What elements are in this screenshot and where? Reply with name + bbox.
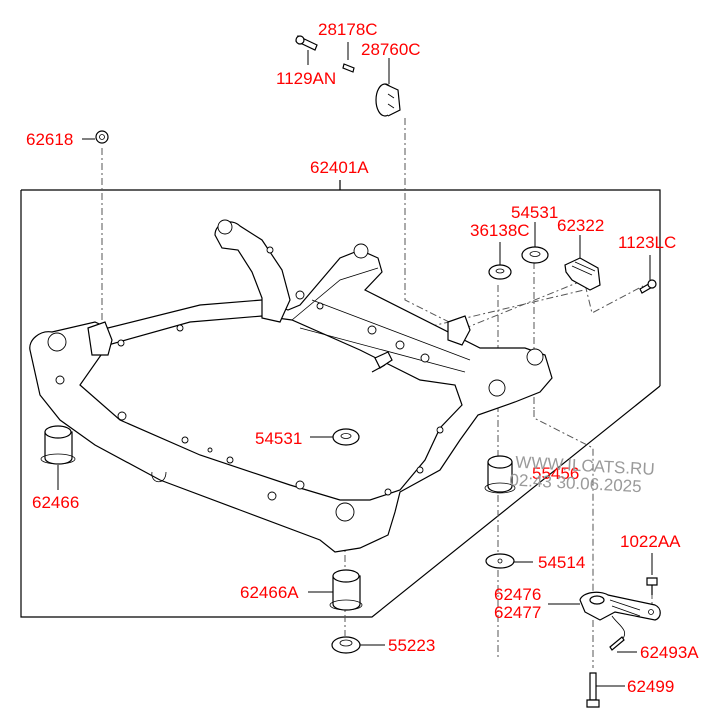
watermark: WWW.ILCATS.RU 02:43 30.06.2025 bbox=[509, 453, 655, 497]
part-36138C-washer bbox=[488, 242, 512, 280]
part-62466A-bushing bbox=[308, 569, 363, 611]
label-62466[interactable]: 62466 bbox=[32, 493, 79, 512]
part-62499-bolt bbox=[586, 672, 625, 708]
label-62499[interactable]: 62499 bbox=[627, 677, 674, 696]
label-62477[interactable]: 62477 bbox=[494, 603, 541, 622]
subframe-holes bbox=[47, 219, 544, 522]
part-1123LC-bolt bbox=[639, 255, 657, 294]
label-1123LC[interactable]: 1123LC bbox=[618, 233, 676, 252]
part-1022AA-bolt bbox=[646, 553, 658, 595]
part-62618-nut bbox=[82, 130, 109, 144]
label-62493A[interactable]: 62493A bbox=[640, 643, 699, 662]
label-54531-mid[interactable]: 54531 bbox=[255, 429, 302, 448]
part-28760C-hanger bbox=[375, 58, 401, 117]
part-54531-washer-mid bbox=[310, 428, 360, 446]
label-54514[interactable]: 54514 bbox=[538, 553, 585, 572]
part-62476-bracket bbox=[548, 591, 661, 621]
assembly-frame bbox=[20, 180, 661, 618]
part-54531-washer-top bbox=[521, 222, 549, 264]
label-1129AN[interactable]: 1129AN bbox=[276, 69, 336, 88]
label-62466A[interactable]: 62466A bbox=[240, 583, 299, 602]
part-28178C-pin bbox=[342, 42, 355, 73]
part-54514-washer bbox=[485, 553, 533, 569]
label-62322[interactable]: 62322 bbox=[557, 216, 604, 235]
label-62476[interactable]: 62476 bbox=[494, 585, 541, 604]
label-36138C[interactable]: 36138C bbox=[470, 221, 530, 240]
label-1022AA[interactable]: 1022AA bbox=[620, 532, 681, 551]
part-1129AN-bolt bbox=[295, 35, 318, 65]
label-28760C[interactable]: 28760C bbox=[361, 40, 421, 59]
label-54531-top[interactable]: 54531 bbox=[511, 203, 558, 222]
label-55223[interactable]: 55223 bbox=[388, 636, 435, 655]
part-62493A-sensor bbox=[609, 615, 637, 653]
label-62618[interactable]: 62618 bbox=[26, 130, 73, 149]
part-62466-bushing bbox=[40, 425, 76, 490]
part-62322-bracket bbox=[564, 235, 601, 291]
label-28178C[interactable]: 28178C bbox=[318, 20, 378, 39]
part-55223-washer bbox=[331, 636, 385, 654]
label-55456[interactable]: 55456 bbox=[532, 464, 579, 483]
part-55456-bushing bbox=[484, 455, 516, 494]
part-labels: 28178C 28760C 1129AN 62618 62401A 54531 … bbox=[26, 20, 699, 696]
subframe-crossmember bbox=[29, 219, 553, 553]
label-62401A[interactable]: 62401A bbox=[310, 158, 369, 177]
